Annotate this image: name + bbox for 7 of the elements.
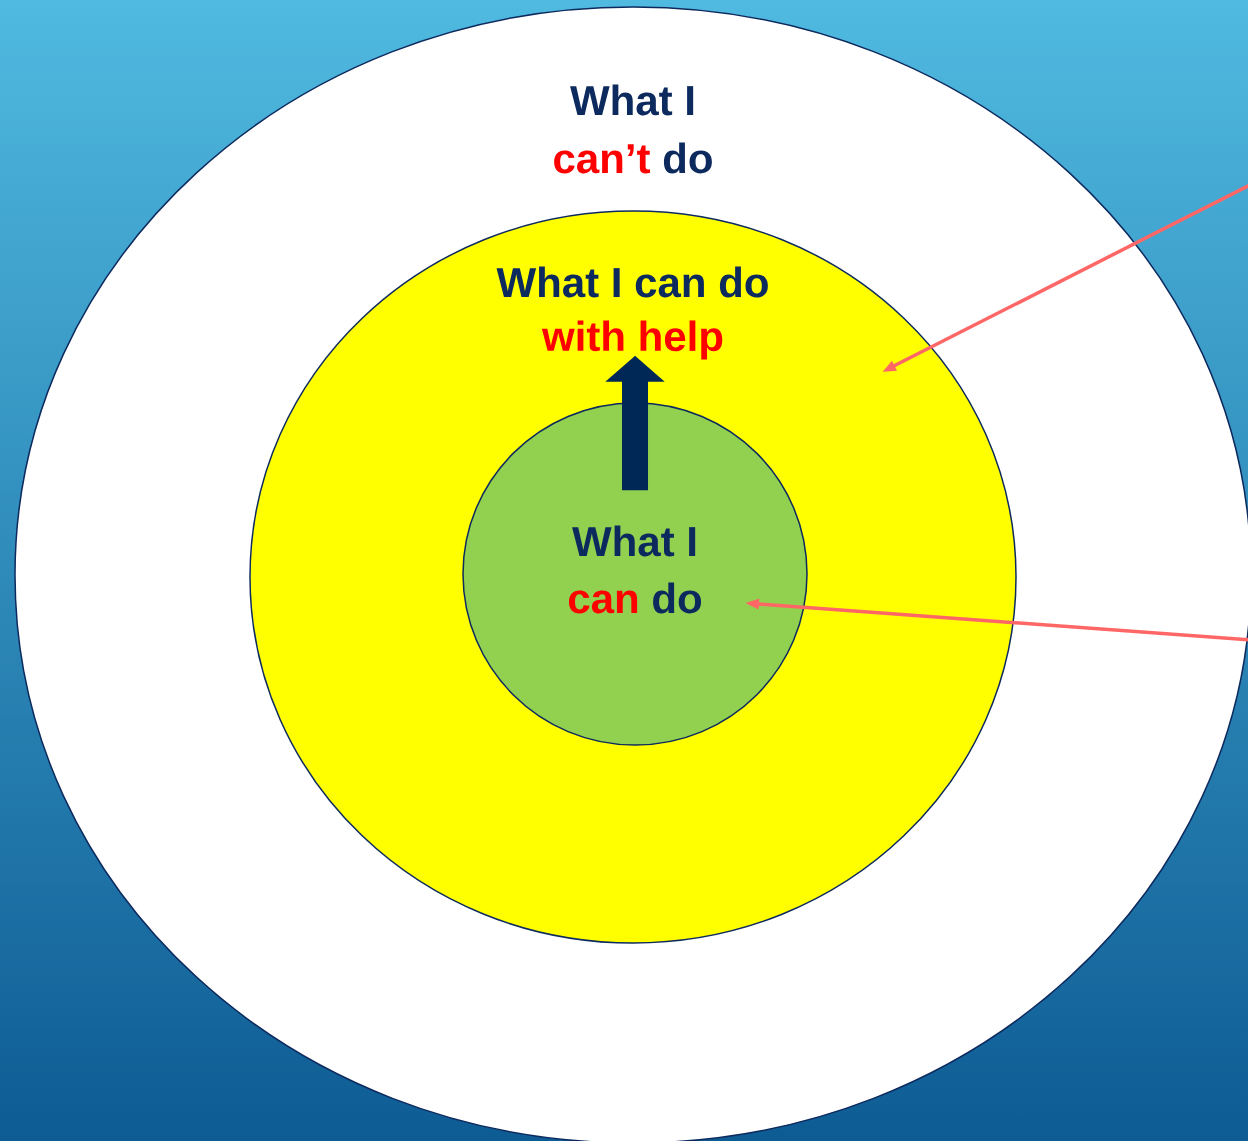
ring-region <box>462 402 808 746</box>
region-label: What I <box>570 84 694 116</box>
region-label: What I <box>572 525 696 557</box>
region-label: can’t do <box>554 142 712 174</box>
region-label: with help <box>541 320 723 360</box>
region-label: can do <box>569 582 702 614</box>
region-label: What I can do <box>496 266 768 298</box>
